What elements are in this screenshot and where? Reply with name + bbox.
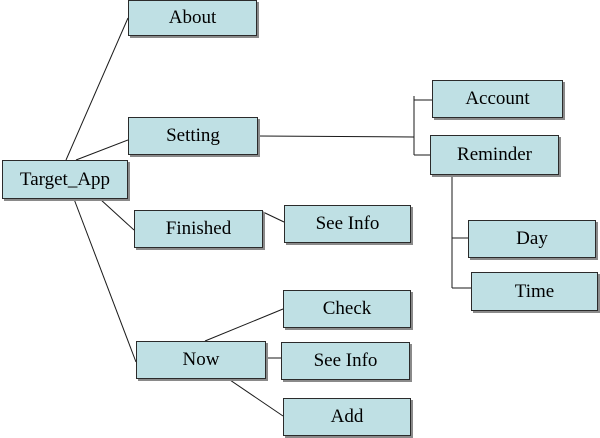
node-add: Add — [283, 398, 411, 436]
node-setting: Setting — [128, 117, 258, 155]
node-now-see-info: See Info — [281, 342, 410, 380]
node-reminder: Reminder — [430, 135, 559, 175]
node-check: Check — [283, 290, 411, 328]
edge-root-about — [65, 17, 129, 161]
node-time: Time — [471, 272, 598, 311]
node-about: About — [128, 0, 257, 36]
node-finished-see-info: See Info — [284, 205, 411, 243]
edge-now-add — [229, 379, 284, 417]
edge-root-setting — [75, 139, 129, 161]
node-account: Account — [432, 80, 563, 118]
node-finished: Finished — [134, 210, 263, 248]
edge-root-finished — [99, 198, 135, 231]
edge-finished-seeinfo — [262, 211, 285, 223]
edge-root-now — [73, 198, 137, 363]
node-day: Day — [468, 220, 596, 258]
edge-now-check — [204, 308, 284, 342]
node-now: Now — [136, 341, 266, 379]
edge-setting-bracket — [257, 135, 415, 138]
node-target-app: Target_App — [2, 160, 128, 199]
